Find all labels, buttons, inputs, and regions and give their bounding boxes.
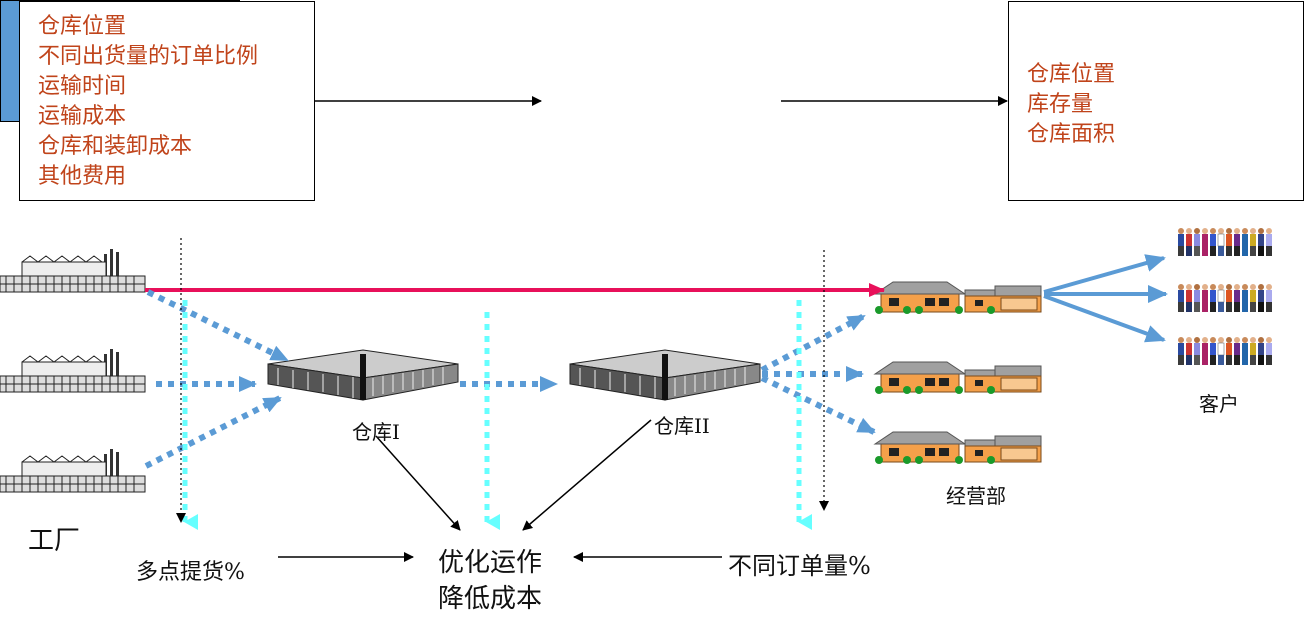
people-group-icon [1177,227,1273,257]
optimize-label: 优化运作 [438,548,543,578]
flow-arrow-warehouse1-to-optimize [375,435,461,531]
house-icon [874,281,1042,315]
input-item: 仓库位置 [38,14,127,39]
input-item: 运输时间 [38,74,127,99]
dotted-flow-arrow [760,313,866,373]
reduce-cost-label: 降低成本 [438,584,543,614]
multi-pickup-label: 多点提货% [136,560,245,585]
inputs-box: 仓库位置 不同出货量的订单比例 运输时间 运输成本 仓库和装卸成本 其他费用 [19,1,315,201]
dotted-flow-arrow [146,289,289,363]
factory-icon [0,448,146,493]
output-item: 库存量 [1027,92,1094,117]
warehouse-icon [569,349,761,401]
customer-arrow [1043,254,1166,294]
flow-arrow-warehouse2-to-optimize [522,419,652,531]
different-order-label: 不同订单量% [728,552,871,580]
input-item: 运输成本 [38,104,127,129]
input-item: 仓库和装卸成本 [38,134,193,159]
branch-label: 经营部 [946,484,1006,508]
customer-arrow [1043,294,1166,343]
factory-icon [0,348,146,393]
outputs-box: 仓库位置 库存量 仓库面积 [1008,1,1304,201]
dotted-flow-arrow [144,395,282,469]
house-icon [874,361,1042,395]
factory-icon [0,248,146,293]
output-item: 仓库位置 [1027,62,1116,87]
input-item: 不同出货量的订单比例 [38,44,259,69]
output-item: 仓库面积 [1027,122,1116,147]
people-group-icon [1177,283,1273,313]
customers-label: 客户 [1199,392,1239,416]
input-item: 其他费用 [38,164,127,189]
warehouse2-label: 仓库II [654,414,710,438]
warehouse1-label: 仓库I [352,420,400,444]
factory-label: 工厂 [28,526,81,556]
dotted-flow-arrow [760,375,876,435]
house-icon [874,431,1042,465]
warehouse-icon [267,349,459,401]
people-group-icon [1177,336,1273,366]
